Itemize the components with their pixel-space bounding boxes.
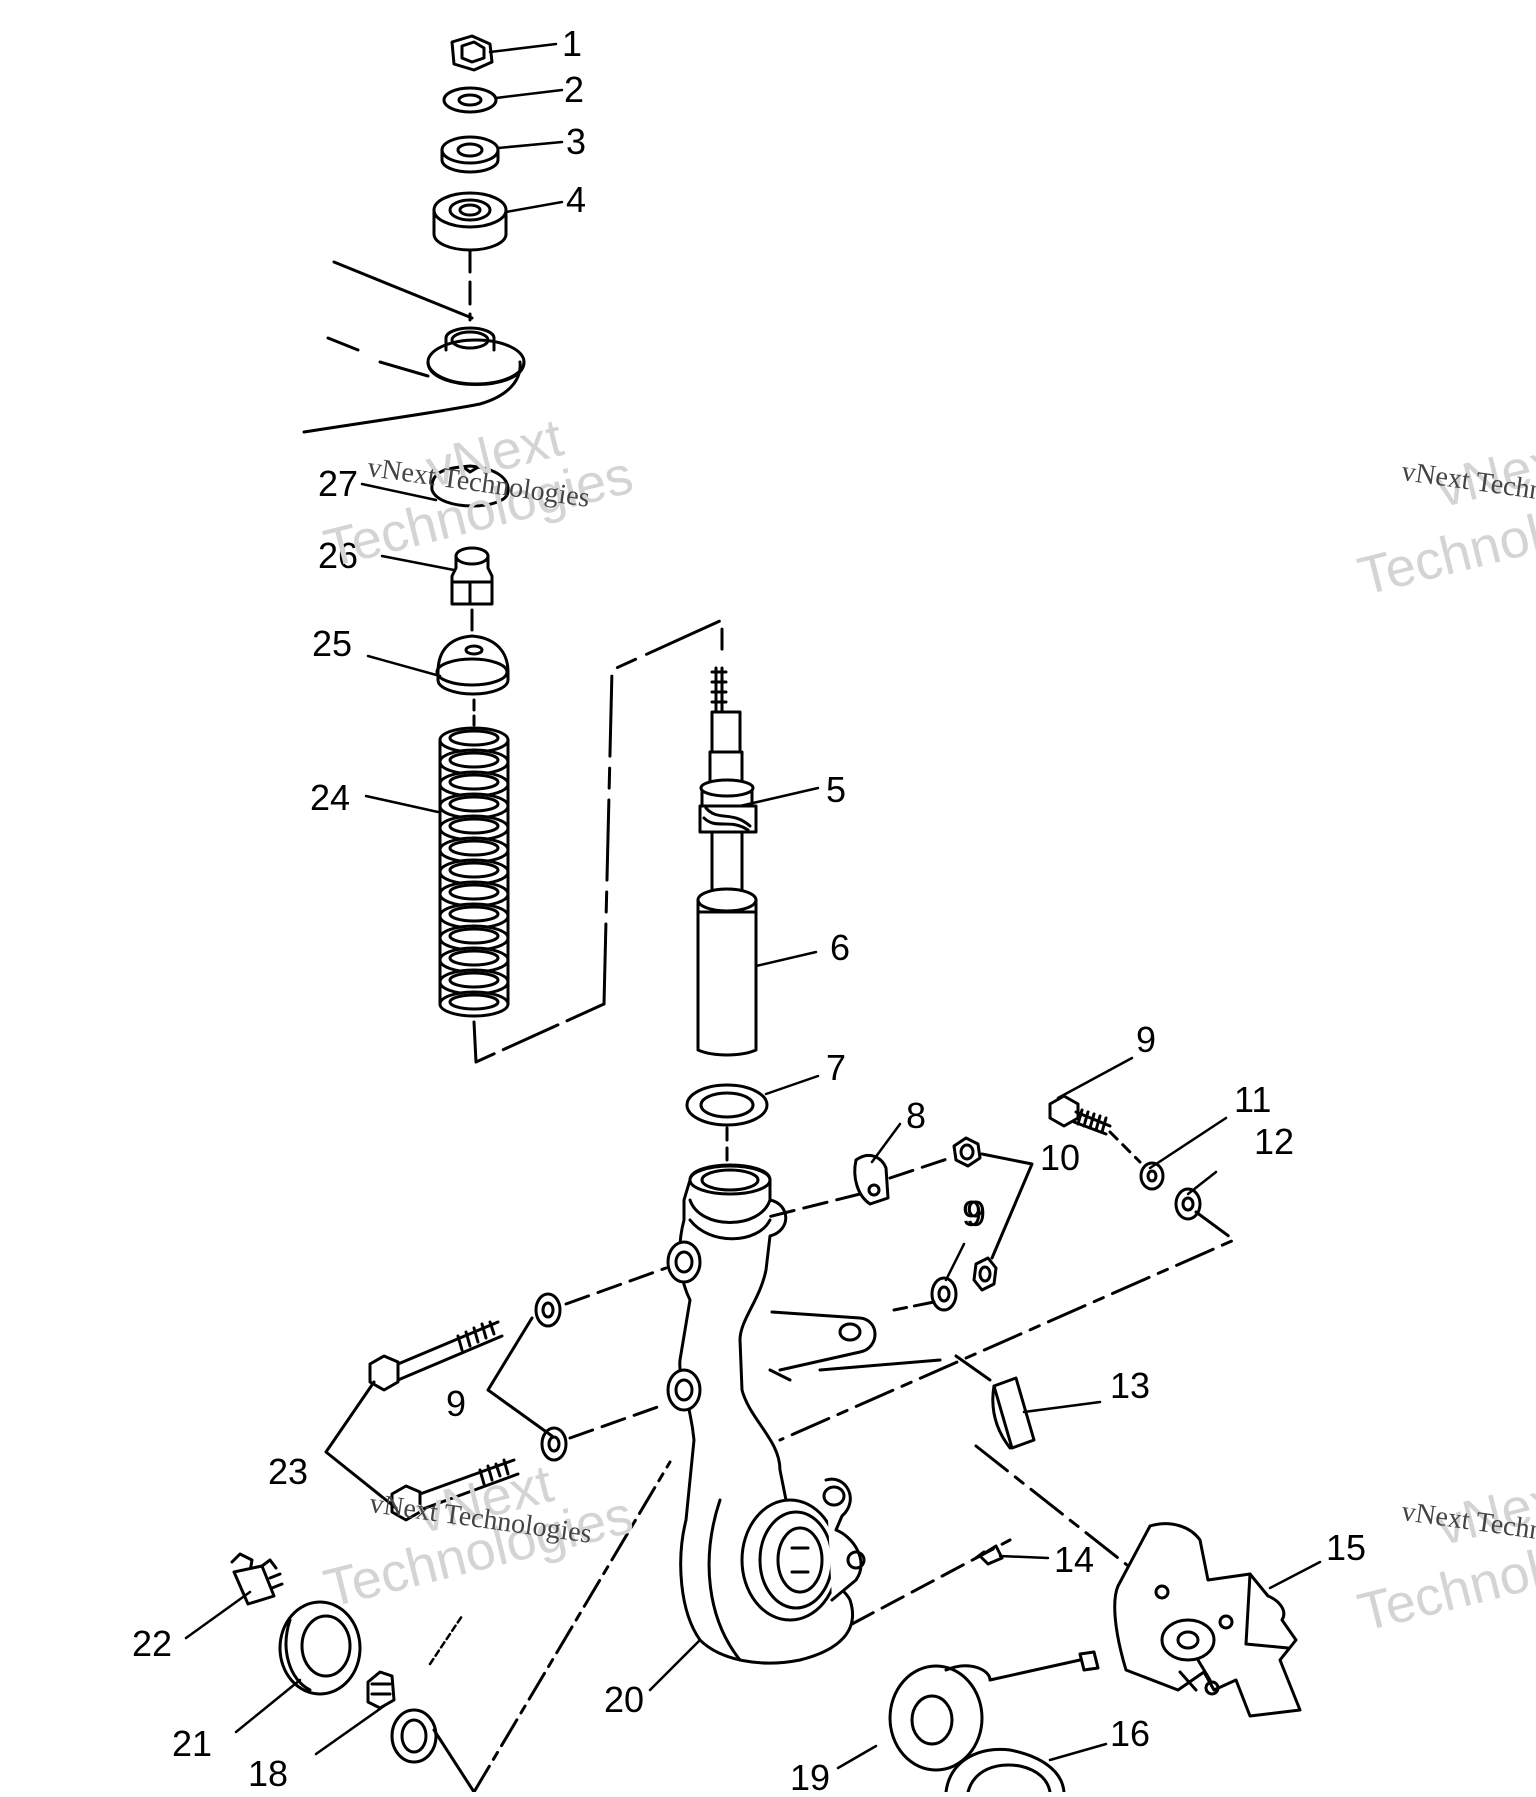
spring-coil-inner	[448, 971, 500, 989]
shock-washer-part	[685, 1083, 769, 1127]
spring-coil-inner	[448, 773, 500, 791]
spring-coil-inner	[448, 993, 500, 1011]
grease-fitting-part	[230, 1552, 284, 1606]
spring-coil-inner	[448, 817, 500, 835]
nut-part	[972, 1256, 998, 1292]
callout-number: 2	[564, 69, 584, 110]
callout-number: 18	[248, 1753, 288, 1792]
spring-coil-inner	[448, 861, 500, 879]
callout-number: 23	[268, 1451, 308, 1492]
spring-coil-inner	[448, 751, 500, 769]
spring-coil-inner	[448, 729, 500, 747]
callout-number: 24	[310, 777, 350, 818]
small-bracket-part	[853, 1154, 890, 1206]
callout-number: 7	[826, 1047, 846, 1088]
callout-number: 8	[906, 1095, 926, 1136]
callout-number: 12	[1254, 1121, 1294, 1162]
bushing-part	[440, 135, 500, 174]
spring-seat-part	[435, 634, 510, 696]
callout-number: 21	[172, 1723, 212, 1764]
callout-number: 26	[318, 535, 358, 576]
callout-number: 9	[962, 1193, 982, 1234]
bolt-part	[368, 1320, 504, 1392]
ring-part	[390, 1708, 438, 1764]
washer-part	[540, 1426, 568, 1462]
callout-number: 22	[132, 1623, 172, 1664]
dust-cap-part	[430, 464, 510, 508]
nut-part	[952, 1136, 982, 1168]
bearing-ring-part	[944, 1747, 1066, 1794]
bolt-part	[390, 1458, 520, 1522]
callout-number: 27	[318, 463, 358, 504]
strut-knuckle-part	[666, 1163, 877, 1665]
spring-outline	[438, 738, 510, 1006]
callout-number: 14	[1054, 1539, 1094, 1580]
lock-washer-part	[1139, 1161, 1165, 1191]
brake-pad-part	[991, 1376, 1036, 1450]
callout-number: 25	[312, 623, 352, 664]
bump-stop-part	[450, 546, 494, 606]
washer-part	[930, 1276, 958, 1312]
washer-part	[442, 86, 498, 114]
callout-number: 9	[966, 1193, 986, 1234]
callout-number: 9	[446, 1383, 466, 1424]
mount-cup-part	[432, 191, 508, 252]
callout-number: 10	[1040, 1137, 1080, 1178]
nut-part	[450, 34, 494, 72]
spring-coil-inner	[448, 927, 500, 945]
callout-number: 6	[830, 927, 850, 968]
spring-coil-inner	[448, 883, 500, 901]
coil-spring-part	[438, 726, 510, 1018]
callout-number: 15	[1326, 1527, 1366, 1568]
brake-caliper-part	[1113, 1522, 1302, 1718]
spring-coil-inner	[448, 905, 500, 923]
callout-number: 20	[604, 1679, 644, 1720]
bolt-part	[1048, 1094, 1112, 1136]
frame-mount-part	[302, 260, 526, 434]
shock-absorber-part	[696, 666, 758, 1057]
callout-number: 3	[566, 121, 586, 162]
callout-number: 13	[1110, 1365, 1150, 1406]
callout-number: 16	[1110, 1713, 1150, 1754]
callout-number: 11	[1234, 1079, 1271, 1120]
washer-part	[534, 1292, 562, 1328]
rotor-seal-part	[888, 1650, 1100, 1772]
callout-number: 1	[562, 23, 582, 64]
callout-number: 5	[826, 769, 846, 810]
castle-nut-part	[366, 1670, 396, 1710]
callout-number: 4	[566, 179, 586, 220]
seal-part	[278, 1600, 362, 1696]
spring-coil-inner	[448, 795, 500, 813]
spring-coil-inner	[448, 949, 500, 967]
callout-number: 9	[1136, 1019, 1156, 1060]
spring-coil-inner	[448, 839, 500, 857]
callout-number: 19	[790, 1757, 830, 1792]
washer-part	[1174, 1187, 1202, 1221]
